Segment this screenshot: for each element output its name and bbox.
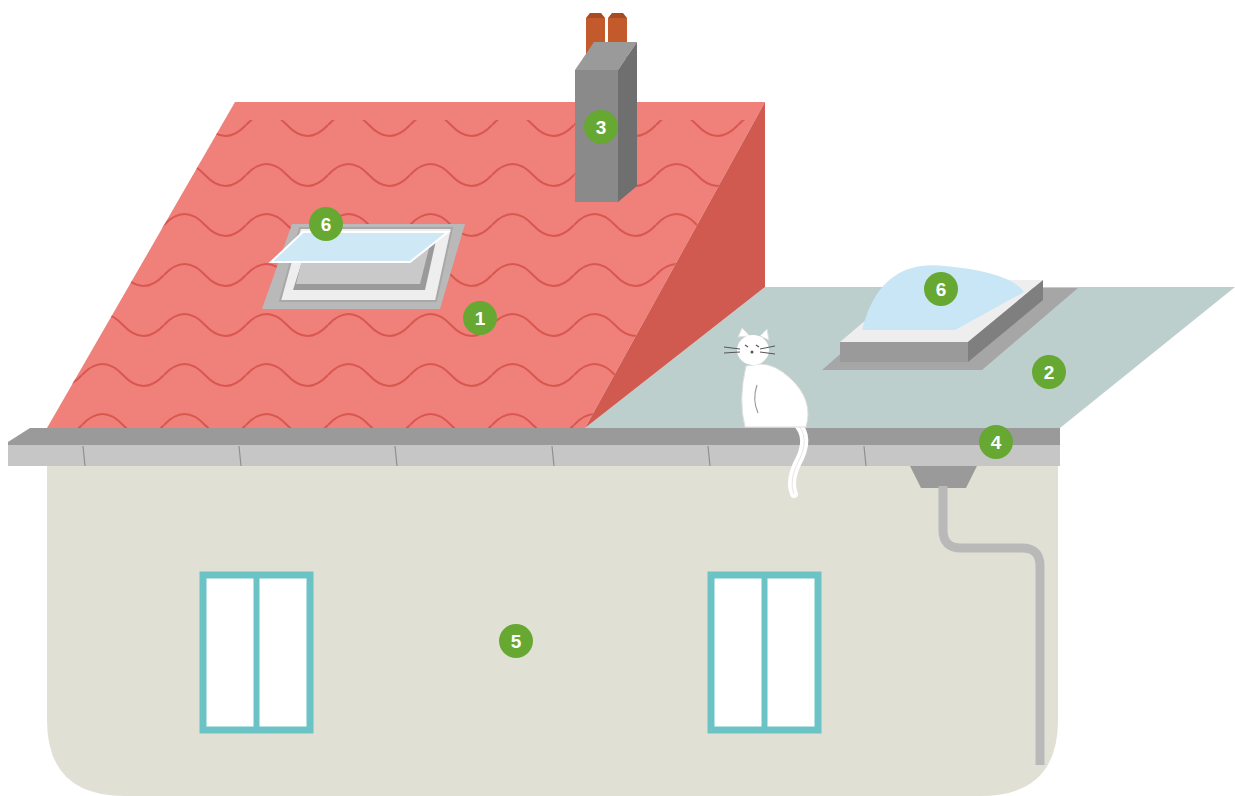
callout-number: 4 <box>979 425 1013 459</box>
chimney <box>575 13 637 202</box>
callout-number: 1 <box>463 301 497 335</box>
callout-number: 6 <box>924 272 958 306</box>
window <box>711 575 818 730</box>
cat <box>724 328 808 494</box>
callout-number: 6 <box>309 207 343 241</box>
skylight-dome <box>822 265 1078 370</box>
callout-number: 3 <box>584 110 618 144</box>
gutter <box>8 428 1060 466</box>
window <box>203 575 310 730</box>
roof-tiles <box>40 120 780 430</box>
house-wall <box>47 455 1058 796</box>
callout-number: 2 <box>1032 355 1066 389</box>
callout-number: 5 <box>499 624 533 658</box>
roof-window <box>262 224 465 309</box>
downpipe <box>910 466 1040 765</box>
